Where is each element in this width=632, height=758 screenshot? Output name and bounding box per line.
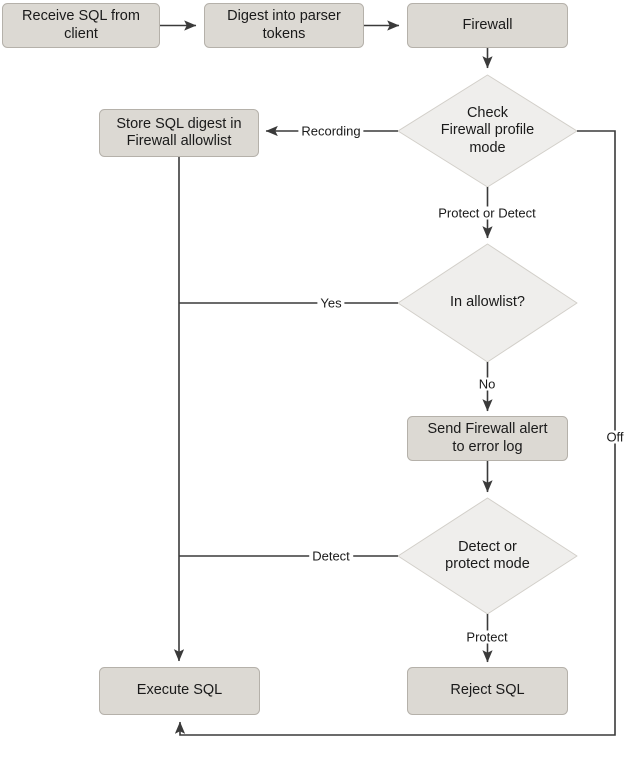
node-send-alert[interactable] bbox=[407, 416, 568, 461]
edge-label-no: No bbox=[475, 377, 499, 391]
node-store-digest[interactable] bbox=[99, 109, 259, 157]
edge-label-yes: Yes bbox=[317, 296, 345, 310]
edge-label-recording: Recording bbox=[298, 124, 364, 138]
edge-label-off: Off bbox=[603, 430, 627, 444]
node-receive-sql[interactable] bbox=[2, 3, 160, 48]
edge-label-detect: Detect bbox=[309, 549, 353, 563]
node-detect-or-protect[interactable] bbox=[397, 497, 578, 615]
edge-label-protect: Protect bbox=[463, 630, 511, 644]
node-execute-sql[interactable] bbox=[99, 667, 260, 715]
node-digest-tokens[interactable] bbox=[204, 3, 364, 48]
node-check-profile-mode[interactable] bbox=[397, 74, 578, 188]
edge-label-protect-or-detect: Protect or Detect bbox=[435, 206, 539, 220]
node-in-allowlist[interactable] bbox=[397, 243, 578, 363]
node-shapes bbox=[2, 3, 578, 715]
node-reject-sql[interactable] bbox=[407, 667, 568, 715]
node-firewall[interactable] bbox=[407, 3, 568, 48]
edge-check-off-to-bottom-return bbox=[174, 130, 616, 736]
